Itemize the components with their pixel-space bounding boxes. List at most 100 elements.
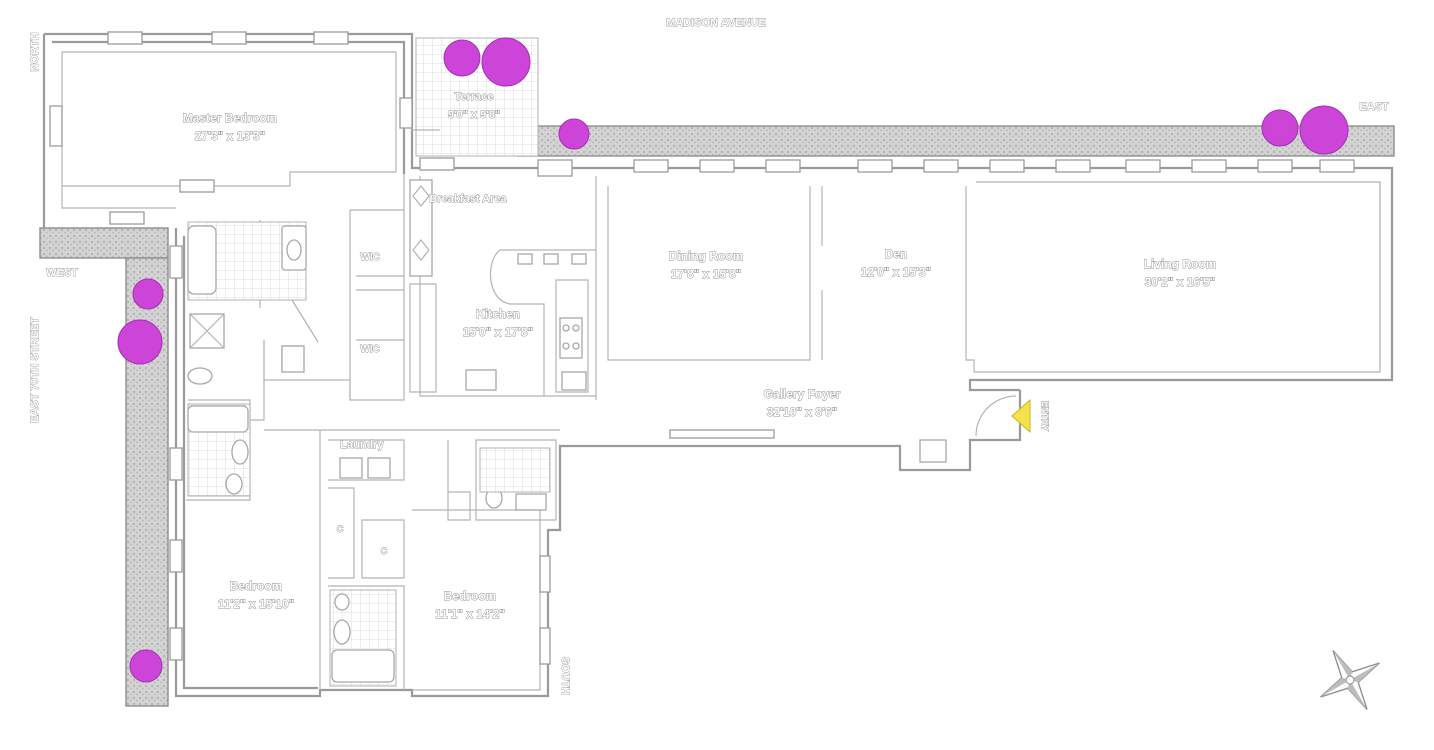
- compass-rose-icon: [1320, 650, 1380, 710]
- window: [169, 539, 183, 573]
- dryer: [367, 457, 391, 479]
- window: [211, 31, 247, 45]
- street-labels: MADISON AVENUE EAST WEST EAST 70TH STREE…: [29, 17, 1390, 696]
- window: [633, 159, 669, 173]
- window: [539, 627, 551, 665]
- window: [669, 429, 775, 439]
- plant-icon: [1261, 109, 1299, 147]
- room-name: Kitchen: [476, 307, 520, 321]
- plant-icon: [132, 278, 164, 310]
- bathtub-3: [331, 649, 395, 683]
- room-name: Living Room: [1144, 257, 1217, 271]
- exterior-walls: [42, 32, 1394, 698]
- room-name: Bedroom: [444, 589, 497, 603]
- window: [399, 97, 413, 129]
- window: [1125, 159, 1161, 173]
- windows: [49, 31, 1355, 665]
- stool: [517, 253, 533, 265]
- street-south-side: SOUTH: [559, 657, 571, 696]
- toilet: [187, 367, 213, 385]
- room-dims: 11'1" x 14'2": [435, 607, 505, 621]
- sink-4: [515, 493, 547, 511]
- room-dims: 17'8" x 15'8": [671, 267, 741, 281]
- window: [699, 159, 735, 173]
- stool: [571, 253, 587, 265]
- window: [857, 159, 893, 173]
- window: [419, 157, 455, 171]
- room-dims: 15'0" x 17'8": [463, 325, 533, 339]
- toilet-3: [334, 593, 350, 611]
- planters: [117, 37, 1349, 683]
- room-dims: 9'0" x 9'8": [448, 109, 500, 121]
- window: [49, 105, 63, 147]
- room-dims: 27'3" x 13'3": [195, 129, 265, 143]
- room-dims: 11'2" x 15'10": [218, 597, 294, 611]
- room-name: Dining Room: [669, 249, 744, 263]
- window: [107, 31, 143, 45]
- closet-label: C: [381, 546, 388, 556]
- room-dims: 30'2" x 16'5": [1145, 275, 1215, 289]
- range: [559, 317, 583, 359]
- closet: [919, 439, 947, 463]
- street-north-side: NORTH: [29, 32, 41, 71]
- window: [169, 627, 183, 661]
- fixtures: [187, 179, 947, 687]
- dishwasher: [561, 371, 587, 391]
- plant-icon: [129, 649, 163, 683]
- plant-icon: [117, 319, 163, 365]
- room-dims: 32'10" x 8'6": [767, 405, 837, 419]
- street-west: WEST: [46, 267, 78, 279]
- window: [179, 179, 215, 193]
- room-name: Master Bedroom: [183, 111, 278, 125]
- window: [1319, 159, 1355, 173]
- sink: [286, 239, 302, 261]
- plant-icon: [558, 118, 590, 150]
- room-name: Terrace: [455, 91, 494, 103]
- window: [923, 159, 959, 173]
- room-labels: Master Bedroom 27'3" x 13'3" Terrace 9'0…: [182, 91, 1217, 622]
- window: [537, 159, 573, 177]
- window: [169, 447, 183, 481]
- west-terrace-horizontal: [39, 227, 169, 259]
- plant-icon: [481, 37, 531, 87]
- bathtub-2: [187, 405, 249, 433]
- window: [989, 159, 1025, 173]
- window: [765, 159, 801, 173]
- room-name: Bedroom: [230, 579, 283, 593]
- plant-icon: [443, 39, 481, 77]
- closet-label: C: [337, 524, 344, 534]
- room-name: Den: [885, 247, 908, 261]
- window: [169, 245, 183, 279]
- window: [539, 555, 551, 593]
- street-north: MADISON AVENUE: [666, 17, 766, 29]
- powder-tile: [479, 447, 551, 493]
- bathtub: [187, 225, 217, 295]
- stool: [543, 253, 559, 265]
- entry-label: ENTRY: [1040, 401, 1050, 431]
- window: [313, 31, 349, 45]
- room-name: Breakfast Area: [429, 193, 507, 205]
- wic-label: WIC: [360, 344, 379, 355]
- room-name: Gallery Foyer: [764, 387, 841, 401]
- street-east: EAST: [1359, 101, 1389, 113]
- sink-3: [333, 619, 351, 645]
- room-name: Laundry: [340, 439, 384, 451]
- refrigerator: [465, 369, 497, 391]
- interior-walls: [61, 51, 1381, 691]
- window: [109, 211, 145, 225]
- sink-2: [231, 439, 249, 465]
- window: [1055, 159, 1091, 173]
- street-west-side: EAST 70TH STREET: [29, 317, 41, 423]
- closet: [281, 345, 305, 373]
- plant-icon: [1299, 105, 1349, 155]
- window: [1191, 159, 1227, 173]
- toilet-2: [225, 473, 243, 495]
- wic-label: WIC: [360, 252, 379, 263]
- breakfast-banquette: [409, 179, 433, 277]
- window: [1257, 159, 1293, 173]
- entry-arrow-icon: [975, 395, 1031, 437]
- room-dims: 12'0" x 15'3": [861, 265, 931, 279]
- washer: [339, 457, 363, 479]
- east-terrace-strip: [517, 125, 1395, 157]
